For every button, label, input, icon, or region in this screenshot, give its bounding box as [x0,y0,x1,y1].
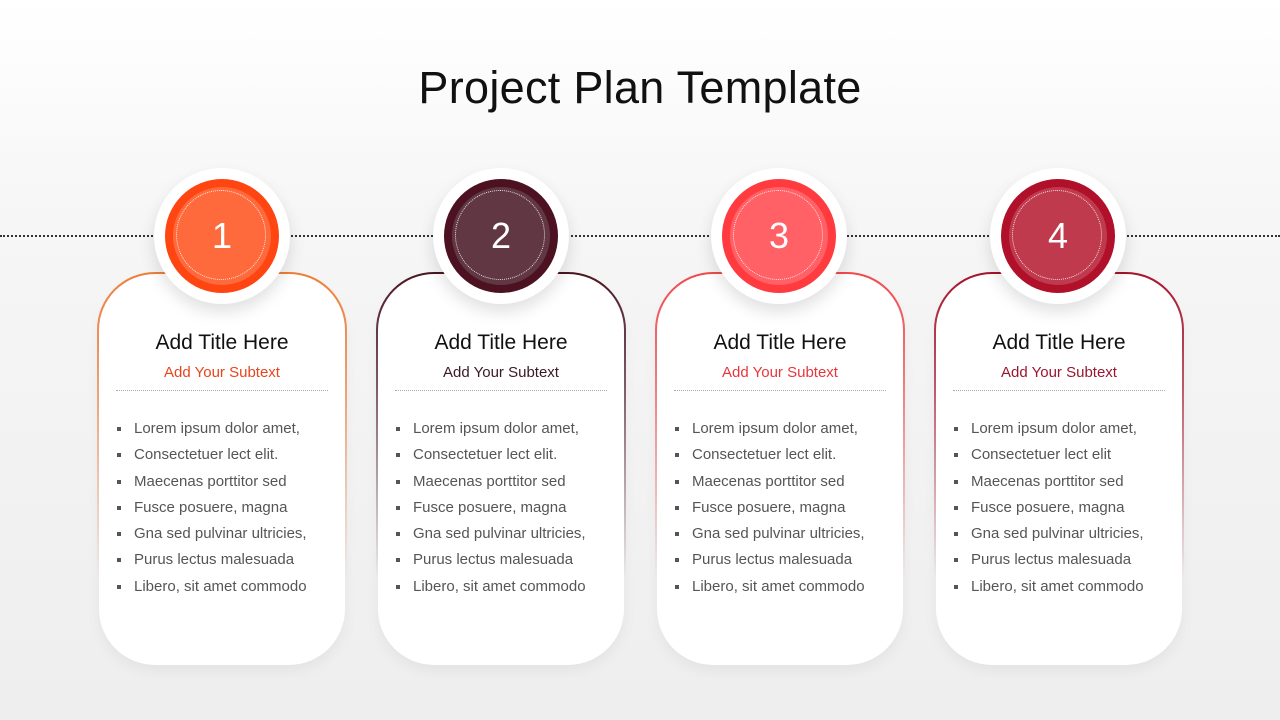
list-item: Gna sed pulvinar ultricies, [675,521,865,547]
card-4: Add Title Here Add Your Subtext Lorem ip… [934,272,1184,665]
list-item: Maecenas porttitor sed [675,469,865,495]
list-item: Purus lectus malesuada [675,547,865,573]
list-item: Lorem ipsum dolor amet, [117,416,307,442]
list-item: Lorem ipsum dolor amet, [954,416,1144,442]
list-item: Purus lectus malesuada [396,547,586,573]
list-item: Lorem ipsum dolor amet, [675,416,865,442]
list-item: Fusce posuere, magna [954,495,1144,521]
list-item: Purus lectus malesuada [954,547,1144,573]
timeline-dotted-line [0,235,1280,237]
step-badge-4: 4 [990,168,1126,304]
list-item: Consectetuer lect elit. [396,442,586,468]
list-item: Fusce posuere, magna [117,495,307,521]
step-number: 1 [211,215,233,256]
page-title: Project Plan Template [418,62,862,113]
card-subtitle: Add Your Subtext [722,364,838,381]
list-item: Gna sed pulvinar ultricies, [117,521,307,547]
list-item: Fusce posuere, magna [396,495,586,521]
list-item: Maecenas porttitor sed [396,469,586,495]
card-subtitle: Add Your Subtext [164,364,280,381]
step-badge-3: 3 [711,168,847,304]
card-bullet-list: Lorem ipsum dolor amet, Consectetuer lec… [675,416,865,600]
list-item: Fusce posuere, magna [675,495,865,521]
list-item: Libero, sit amet commodo [954,574,1144,600]
step-badge-2: 2 [433,168,569,304]
list-item: Gna sed pulvinar ultricies, [396,521,586,547]
card-divider [674,390,886,391]
list-item: Libero, sit amet commodo [675,574,865,600]
card-2: Add Title Here Add Your Subtext Lorem ip… [376,272,626,665]
card-divider [953,390,1165,391]
card-bullet-list: Lorem ipsum dolor amet, Consectetuer lec… [396,416,586,600]
card-title: Add Title Here [434,331,568,354]
list-item: Maecenas porttitor sed [117,469,307,495]
step-number: 3 [768,215,790,256]
card-bullet-list: Lorem ipsum dolor amet, Consectetuer lec… [954,416,1144,600]
list-item: Consectetuer lect elit [954,442,1144,468]
list-item: Maecenas porttitor sed [954,469,1144,495]
list-item: Libero, sit amet commodo [396,574,586,600]
card-1: Add Title Here Add Your Subtext Lorem ip… [97,272,347,665]
list-item: Gna sed pulvinar ultricies, [954,521,1144,547]
card-title: Add Title Here [155,331,289,354]
card-subtitle: Add Your Subtext [443,364,559,381]
card-title: Add Title Here [992,331,1126,354]
step-badge-1: 1 [154,168,290,304]
list-item: Libero, sit amet commodo [117,574,307,600]
card-subtitle: Add Your Subtext [1001,364,1117,381]
list-item: Purus lectus malesuada [117,547,307,573]
list-item: Consectetuer lect elit. [117,442,307,468]
card-3: Add Title Here Add Your Subtext Lorem ip… [655,272,905,665]
card-divider [116,390,328,391]
list-item: Consectetuer lect elit. [675,442,865,468]
card-divider [395,390,607,391]
card-title: Add Title Here [713,331,847,354]
step-number: 2 [490,215,512,256]
card-bullet-list: Lorem ipsum dolor amet, Consectetuer lec… [117,416,307,600]
list-item: Lorem ipsum dolor amet, [396,416,586,442]
step-number: 4 [1047,215,1069,256]
